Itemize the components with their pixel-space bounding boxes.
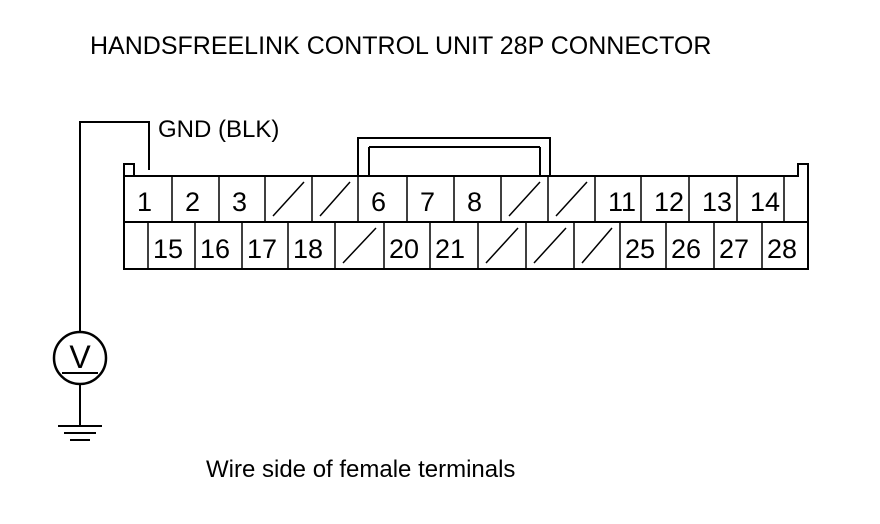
connector-pin-27: 27 <box>713 222 749 269</box>
unused-cavity-slash <box>272 181 305 217</box>
connector-cavity-empty <box>547 176 588 222</box>
connector-pin-12: 12 <box>640 176 684 222</box>
unused-cavity-slash <box>485 227 519 264</box>
pin-number: 21 <box>435 234 465 264</box>
ground-wire-lead <box>79 121 150 332</box>
unused-cavity-slash <box>508 181 541 217</box>
connector-pin-8: 8 <box>453 176 482 222</box>
connector-pin-11: 11 <box>594 176 636 222</box>
voltmeter-icon: V <box>52 330 108 386</box>
pin-number: 18 <box>293 234 323 264</box>
connector-cavity-empty <box>264 176 305 222</box>
voltmeter-symbol: V <box>69 339 91 375</box>
pin-number: 27 <box>719 234 749 264</box>
pin-number: 13 <box>702 187 732 217</box>
connector-pin-26: 26 <box>665 222 701 269</box>
connector-pin-13: 13 <box>688 176 732 222</box>
connector-pin-6: 6 <box>357 176 386 222</box>
connector-body <box>123 137 809 270</box>
connector-pin-16: 16 <box>194 222 230 269</box>
connector-cavity-empty <box>477 222 519 269</box>
unused-cavity-slash <box>533 227 567 264</box>
connector-pin-3: 3 <box>218 176 247 222</box>
connector-pin-25: 25 <box>619 222 655 269</box>
pin-number: 12 <box>654 187 684 217</box>
pin-number: 8 <box>467 187 482 217</box>
unused-cavity-slash <box>555 181 588 217</box>
connector-cavity-empty <box>500 176 541 222</box>
connector-pin-7: 7 <box>406 176 435 222</box>
ground-wire-label: GND (BLK) <box>158 116 279 143</box>
connector-cavity-empty <box>334 222 377 269</box>
connector-pin-28: 28 <box>761 222 797 269</box>
pin-number: 17 <box>247 234 277 264</box>
connector-row-2: 15 16 17 18 20 21 25 26 27 28 <box>147 222 797 269</box>
unused-cavity-slash <box>319 181 351 217</box>
pin-number: 28 <box>767 234 797 264</box>
pin-number: 15 <box>153 234 183 264</box>
connector-pin-20: 20 <box>383 222 419 269</box>
connector-pin-14: 14 <box>736 176 780 222</box>
diagram-caption: Wire side of female terminals <box>206 456 515 483</box>
connector-cavity-empty <box>311 176 351 222</box>
pin-number: 2 <box>185 187 200 217</box>
pin-number: 14 <box>750 187 780 217</box>
diagram-title: HANDSFREELINK CONTROL UNIT 28P CONNECTOR <box>90 32 711 60</box>
ground-icon <box>58 425 102 441</box>
connector-pin-15: 15 <box>147 222 183 269</box>
connector-cavity-empty <box>573 222 613 269</box>
pin-number: 6 <box>371 187 386 217</box>
connector-pin-21: 21 <box>429 222 465 269</box>
pin-number: 3 <box>232 187 247 217</box>
pin-number: 1 <box>137 187 152 217</box>
pin-number: 7 <box>420 187 435 217</box>
connector-pin-18: 18 <box>287 222 323 269</box>
unused-cavity-slash <box>342 227 377 264</box>
connector-pin-1: 1 <box>137 187 152 217</box>
connector-cavity-empty <box>525 222 567 269</box>
connector-pin-17: 17 <box>241 222 277 269</box>
pin-number: 16 <box>200 234 230 264</box>
unused-cavity-slash <box>581 227 613 264</box>
connector-pin-2: 2 <box>171 176 200 222</box>
pin-number: 26 <box>671 234 701 264</box>
pin-number: 25 <box>625 234 655 264</box>
pin-number: 20 <box>389 234 419 264</box>
pin-number: 11 <box>608 187 636 217</box>
